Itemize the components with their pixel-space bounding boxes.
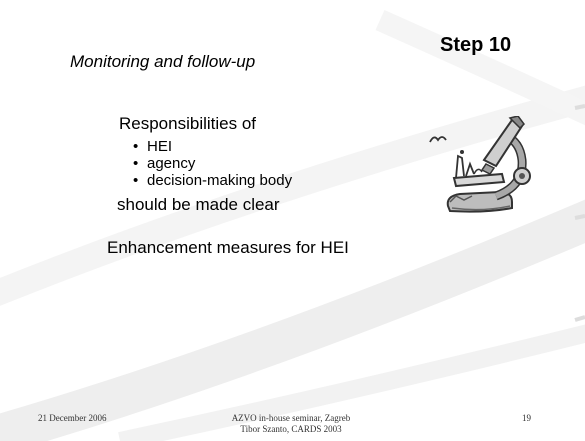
list-item-text: agency — [147, 155, 196, 172]
footer-credits-line1: AZVO in-house seminar, Zagreb — [231, 413, 351, 423]
bullet-icon: • — [133, 155, 139, 172]
page-number: 19 — [522, 413, 531, 423]
list-item: • decision-making body — [133, 172, 292, 189]
list-item-text: decision-making body — [147, 172, 293, 189]
footer-credits-line2: Tibor Szanto, CARDS 2003 — [240, 424, 342, 434]
list-item-text: HEI — [147, 138, 173, 155]
list-item: • HEI — [133, 138, 292, 155]
footer-credits: AZVO in-house seminar, Zagreb Tibor Szan… — [216, 413, 366, 435]
footer-date: 21 December 2006 — [38, 413, 107, 423]
slide-subtitle: Monitoring and follow-up — [70, 52, 256, 71]
bullet-icon: • — [133, 138, 139, 155]
microscope-icon — [429, 116, 531, 213]
enhancement-statement: Enhancement measures for HEI — [107, 238, 349, 257]
clear-statement: should be made clear — [117, 195, 280, 214]
list-item: • agency — [133, 155, 292, 172]
step-label: Step 10 — [440, 34, 512, 56]
responsibilities-list: • HEI • agency • decision-making body — [133, 138, 292, 189]
bullet-icon: • — [133, 172, 139, 189]
responsibilities-heading: Responsibilities of — [119, 114, 257, 133]
